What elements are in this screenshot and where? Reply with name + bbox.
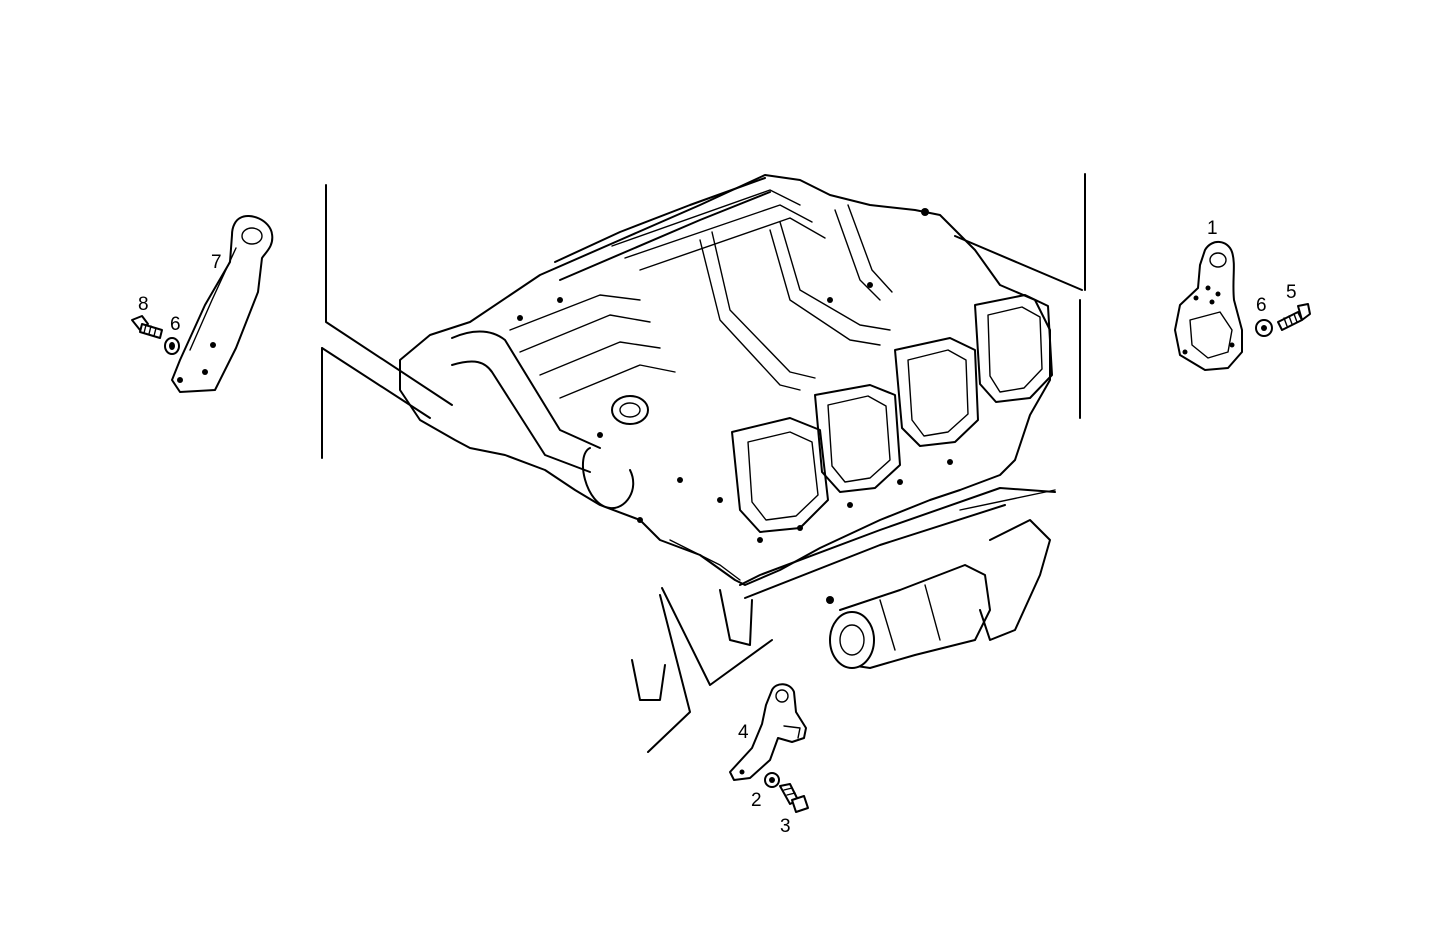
part-5-bolt (1277, 303, 1311, 331)
part-6-washer-right (1255, 319, 1273, 337)
part-6-washer-left (164, 337, 180, 355)
part-7-bracket (171, 215, 274, 393)
starter-motor (829, 564, 991, 669)
callout-1: 1 (1207, 218, 1218, 239)
callout-6-right: 6 (1256, 295, 1267, 316)
callout-4: 4 (738, 722, 749, 743)
callout-6-left: 6 (170, 314, 181, 335)
valve-cover-2 (814, 384, 901, 493)
callout-8: 8 (138, 294, 149, 315)
valve-cover-3 (894, 337, 979, 447)
part-8-bolt (131, 315, 163, 339)
part-4-bracket (729, 683, 807, 781)
callout-3: 3 (780, 816, 791, 837)
part-1-bracket (1174, 241, 1243, 371)
callout-7: 7 (211, 252, 222, 273)
valve-cover-4 (974, 294, 1053, 403)
part-2-washer (764, 772, 780, 788)
engine-block (399, 174, 1056, 701)
leader-lines (321, 173, 1086, 753)
callout-labels: 1 2 3 4 5 6 6 7 8 (138, 218, 1297, 837)
part-3-bolt (779, 783, 809, 813)
valve-cover-1 (731, 417, 829, 533)
callout-5: 5 (1286, 282, 1297, 303)
callout-2: 2 (751, 790, 762, 811)
